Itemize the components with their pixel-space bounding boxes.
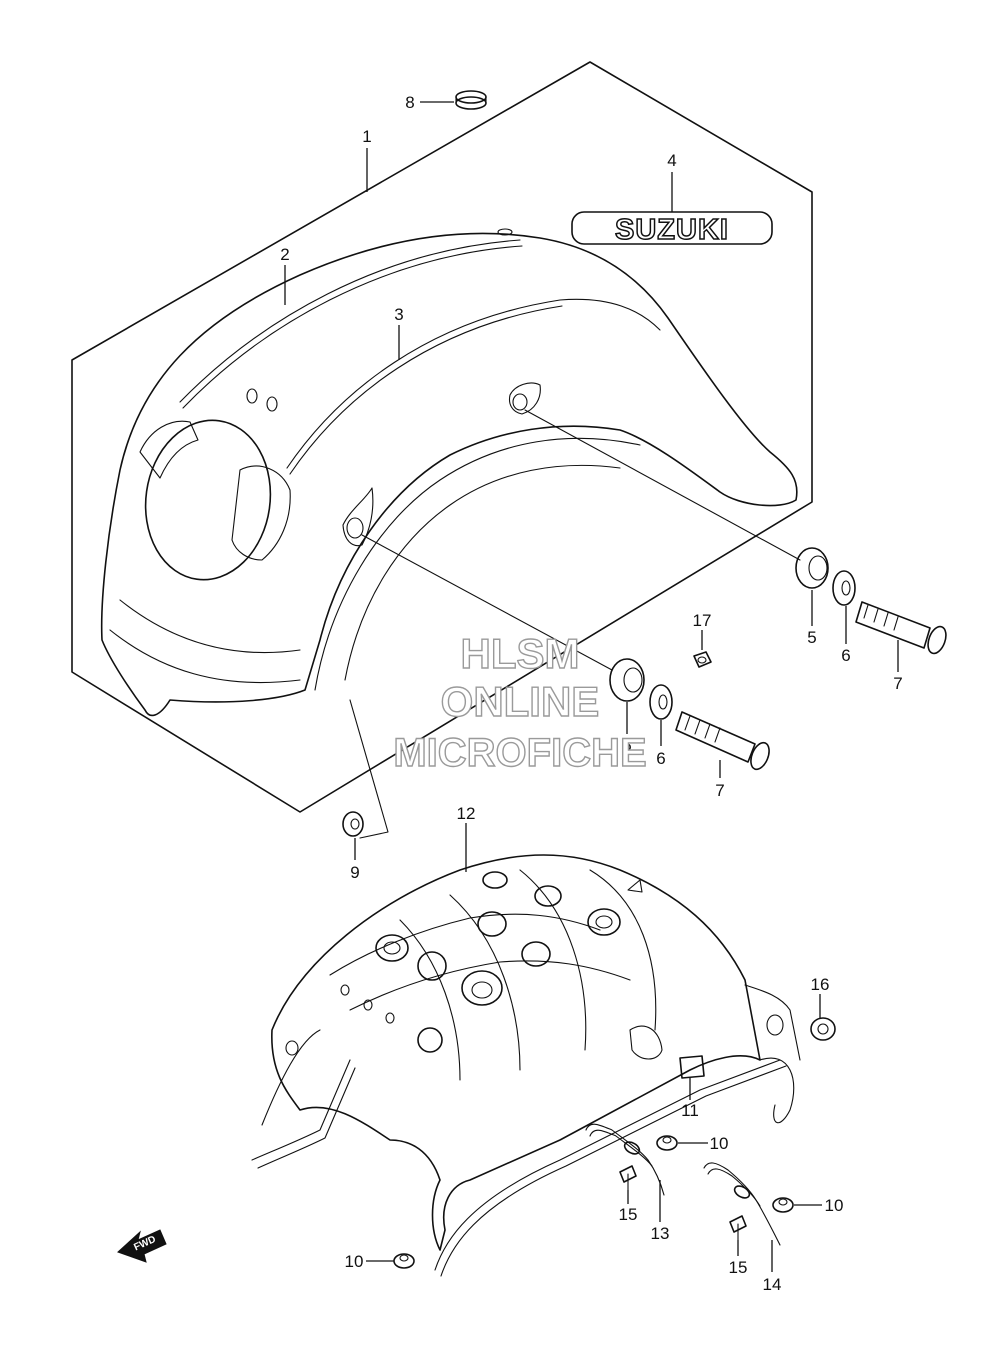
- watermark: HLSM ONLINE MICROFICHE: [393, 629, 648, 775]
- plate-11[interactable]: [679, 1055, 705, 1079]
- alignment-line-right: [524, 409, 801, 561]
- washer-6-left[interactable]: [649, 684, 673, 720]
- callout-10-a: 10: [710, 1134, 729, 1153]
- nut-10-a[interactable]: [656, 1135, 678, 1151]
- callout-1: 1: [362, 127, 371, 146]
- assembly-frame: [71, 61, 813, 813]
- leader-lines: [284, 101, 899, 1272]
- washer-6-right[interactable]: [832, 570, 856, 606]
- grommet-9[interactable]: [342, 699, 389, 839]
- cushion-5-right[interactable]: [795, 547, 829, 589]
- callout-15-b: 15: [729, 1258, 748, 1277]
- harness-13[interactable]: [585, 1123, 665, 1196]
- callout-15-a: 15: [619, 1205, 638, 1224]
- callout-13: 13: [651, 1224, 670, 1243]
- callout-14: 14: [763, 1275, 782, 1294]
- callout-6-left: 6: [656, 749, 665, 768]
- nut-16[interactable]: [810, 1017, 836, 1041]
- nut-10-c[interactable]: [393, 1253, 415, 1269]
- clamp-15-b[interactable]: [729, 1215, 747, 1241]
- emblem-text: SUZUKI: [615, 214, 729, 246]
- callout-labels: 1 2 3 4 8 5 6 7 5 6 7 17 9 12 11 16 10 1…: [280, 93, 902, 1294]
- callout-17: 17: [693, 611, 712, 630]
- callout-7-left: 7: [715, 781, 724, 800]
- watermark-line1: HLSM: [461, 630, 580, 677]
- callout-9: 9: [350, 863, 359, 882]
- callout-6-right: 6: [841, 646, 850, 665]
- harness-14[interactable]: [703, 1162, 781, 1246]
- callout-12: 12: [457, 804, 476, 823]
- callout-11: 11: [681, 1101, 699, 1120]
- callout-7-right: 7: [893, 674, 902, 693]
- alignment-line-left: [361, 534, 613, 671]
- nut-17[interactable]: [693, 651, 712, 668]
- bolt-7-right[interactable]: [855, 601, 949, 656]
- bolt-7-left[interactable]: [675, 711, 773, 772]
- inner-fender[interactable]: [251, 854, 801, 1277]
- callout-2: 2: [280, 245, 289, 264]
- callout-4: 4: [667, 151, 676, 170]
- callout-3: 3: [394, 305, 403, 324]
- callout-5-right: 5: [807, 628, 816, 647]
- suzuki-emblem[interactable]: SUZUKI: [571, 211, 773, 247]
- nut-10-b[interactable]: [772, 1197, 794, 1213]
- callout-10-c: 10: [345, 1252, 364, 1271]
- fwd-arrow-icon: FWD: [117, 1229, 167, 1263]
- callout-16: 16: [811, 975, 830, 994]
- callout-5-left: 5: [622, 736, 631, 755]
- callout-8: 8: [405, 93, 414, 112]
- rear-fender[interactable]: [100, 228, 798, 717]
- grommet-8[interactable]: [455, 90, 487, 110]
- callout-10-b: 10: [825, 1196, 844, 1215]
- clamp-15-a[interactable]: [619, 1165, 637, 1191]
- cushion-5-left[interactable]: [609, 658, 645, 702]
- watermark-line2: ONLINE: [441, 678, 600, 725]
- watermark-line3: MICROFICHE: [393, 731, 646, 775]
